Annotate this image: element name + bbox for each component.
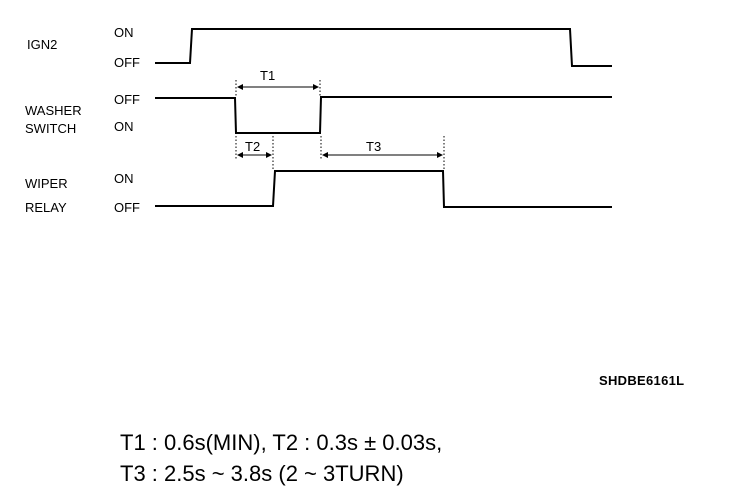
t3-arrow-right: [437, 152, 443, 158]
interval-label-t2: T2: [245, 139, 260, 154]
t1-arrow-left: [237, 84, 243, 90]
state-label-wiper-on: ON: [114, 171, 134, 186]
interval-label-t1: T1: [260, 68, 275, 83]
state-label-washer-on: ON: [114, 119, 134, 134]
signal-name-relay: RELAY: [25, 200, 67, 215]
reference-code: SHDBE6161L: [599, 373, 685, 388]
waveform-ign2: [155, 28, 612, 67]
signal-name-switch: SWITCH: [25, 121, 77, 136]
state-label-washer-off: OFF: [114, 92, 140, 107]
timing-formula-line-2: T3 : 2.5s ~ 3.8s (2 ~ 3TURN): [120, 461, 404, 486]
signal-name-washer: WASHER: [25, 103, 82, 118]
t1-arrow-right: [313, 84, 319, 90]
signal-name-ign2: IGN2: [27, 37, 58, 52]
t2-arrow-right: [266, 152, 272, 158]
timing-formula-line-1: T1 : 0.6s(MIN), T2 : 0.3s ± 0.03s,: [120, 430, 443, 455]
waveform-wiper-relay: [155, 170, 612, 208]
state-label-wiper-off: OFF: [114, 200, 140, 215]
t2-arrow-left: [237, 152, 243, 158]
interval-label-t3: T3: [366, 139, 381, 154]
signal-name-wiper: WIPER: [25, 176, 68, 191]
state-label-ign2-off: OFF: [114, 55, 140, 70]
state-label-ign2-on: ON: [114, 25, 134, 40]
waveform-washer-switch: [155, 96, 612, 134]
t3-arrow-left: [322, 152, 328, 158]
